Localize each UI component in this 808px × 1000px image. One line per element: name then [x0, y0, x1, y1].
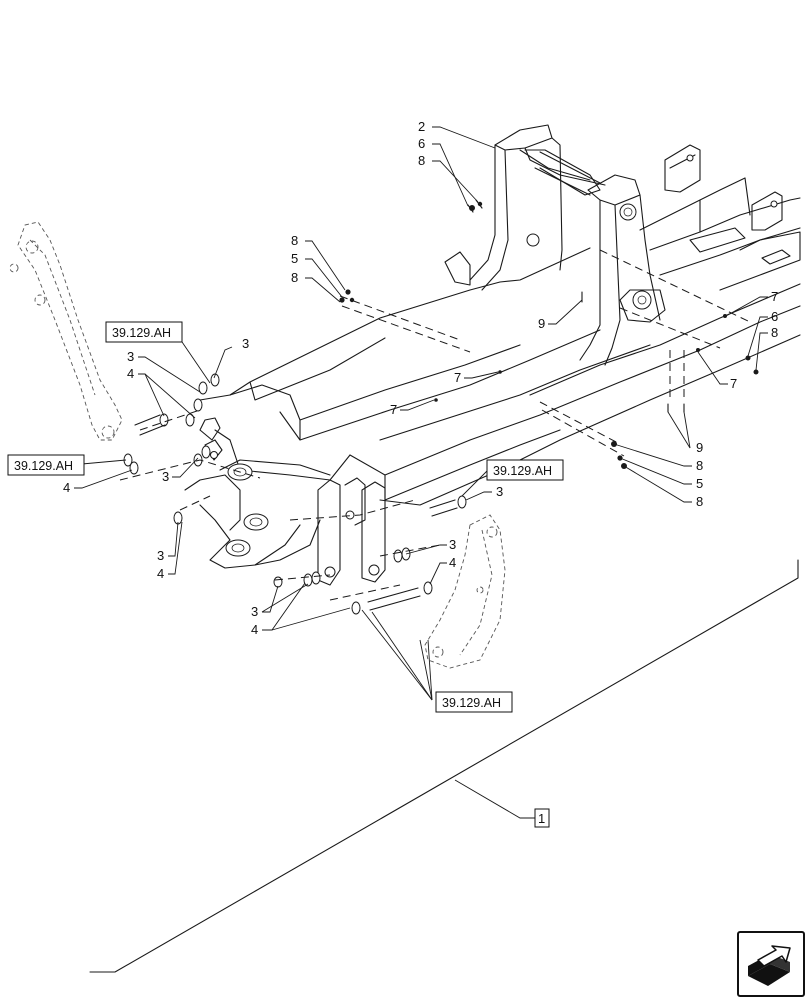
- cross-member-upright: [444, 124, 666, 366]
- callout-7: 7: [771, 289, 778, 304]
- reference-box-2[interactable]: 39.129.AH: [7, 454, 85, 476]
- callout-8: 8: [291, 233, 298, 248]
- callout-numbers: 2 6 8 8 5 8 3 3 4 3 4 3 4 3 4 9 7 7 7 6 …: [63, 119, 778, 637]
- reference-label: 39.129.AH: [493, 464, 552, 478]
- callout-3: 3: [449, 537, 456, 552]
- reference-label: 39.129.AH: [442, 696, 501, 710]
- callout-2: 2: [418, 119, 425, 134]
- item-1-callout: 1: [534, 808, 550, 828]
- callout-3: 3: [162, 469, 169, 484]
- callout-4: 4: [63, 480, 70, 495]
- front-tower: [184, 384, 386, 586]
- callout-3: 3: [251, 604, 258, 619]
- assembly-dash-lines: [119, 249, 751, 601]
- boom-arm-ghost: [9, 221, 123, 441]
- callout-8: 8: [291, 270, 298, 285]
- leader-lines: [74, 126, 768, 819]
- callout-8: 8: [696, 458, 703, 473]
- callout-6: 6: [418, 136, 425, 151]
- callout-9: 9: [696, 440, 703, 455]
- callout-3: 3: [496, 484, 503, 499]
- callout-3: 3: [242, 336, 249, 351]
- callout-8: 8: [418, 153, 425, 168]
- reference-label: 39.129.AH: [112, 326, 171, 340]
- callout-4: 4: [127, 366, 134, 381]
- callout-4: 4: [449, 555, 456, 570]
- callout-9: 9: [538, 316, 545, 331]
- callout-3: 3: [157, 548, 164, 563]
- reference-box-1[interactable]: 39.129.AH: [105, 321, 183, 343]
- callout-7: 7: [454, 370, 461, 385]
- callout-6: 6: [771, 309, 778, 324]
- reference-box-3[interactable]: 39.129.AH: [486, 459, 564, 481]
- main-frame: [229, 144, 801, 506]
- callout-1: 1: [538, 811, 545, 826]
- callout-8: 8: [771, 325, 778, 340]
- link-ghost: [424, 514, 506, 669]
- reference-box-4[interactable]: 39.129.AH: [435, 691, 513, 713]
- bolts-and-nuts: [339, 199, 759, 469]
- callout-4: 4: [157, 566, 164, 581]
- callout-7: 7: [730, 376, 737, 391]
- reference-label: 39.129.AH: [14, 459, 73, 473]
- callout-4: 4: [251, 622, 258, 637]
- callout-5: 5: [291, 251, 298, 266]
- assembly-baseline: [89, 559, 799, 973]
- next-page-arrow-icon[interactable]: [737, 931, 805, 997]
- pins-and-washers: [123, 373, 467, 615]
- callout-3: 3: [127, 349, 134, 364]
- callout-5: 5: [696, 476, 703, 491]
- callout-8: 8: [696, 494, 703, 509]
- callout-7: 7: [390, 402, 397, 417]
